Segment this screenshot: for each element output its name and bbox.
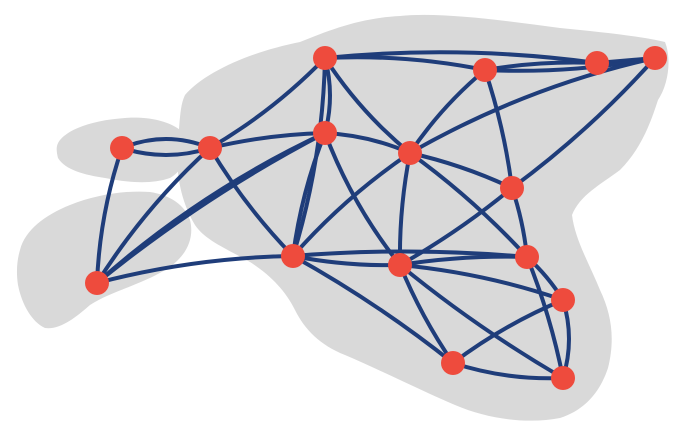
network-edge bbox=[208, 146, 295, 258]
network-node bbox=[441, 351, 465, 375]
network-edge bbox=[408, 56, 657, 155]
land-layer bbox=[16, 14, 669, 421]
node-layer bbox=[85, 46, 667, 390]
network-edge bbox=[95, 131, 327, 285]
network-edge bbox=[323, 56, 412, 155]
network-edge bbox=[95, 146, 212, 285]
network-node bbox=[398, 141, 422, 165]
network-edge bbox=[398, 263, 565, 380]
network-node bbox=[85, 271, 109, 295]
network-edge bbox=[525, 255, 565, 380]
network-node bbox=[198, 136, 222, 160]
network-edge bbox=[95, 254, 295, 285]
network-node bbox=[313, 121, 337, 145]
network-edge bbox=[451, 298, 565, 365]
mainland-shape bbox=[177, 14, 669, 421]
network-edge bbox=[398, 263, 565, 302]
network-node bbox=[515, 245, 539, 269]
network-edge bbox=[408, 151, 529, 259]
network-edge bbox=[291, 151, 412, 258]
network-edge bbox=[291, 249, 529, 259]
network-edge bbox=[291, 131, 327, 258]
network-node bbox=[281, 244, 305, 268]
network-edge bbox=[208, 56, 327, 150]
network-edge bbox=[291, 254, 455, 365]
network-edge bbox=[510, 56, 657, 190]
network-edge bbox=[483, 68, 514, 190]
islet bbox=[139, 200, 176, 230]
network-node bbox=[551, 366, 575, 390]
network-node bbox=[551, 288, 575, 312]
network-node bbox=[388, 253, 412, 277]
network-edge bbox=[323, 50, 599, 65]
network-edge bbox=[208, 131, 327, 150]
network-edge bbox=[398, 186, 514, 267]
network-node bbox=[643, 46, 667, 70]
network-node bbox=[585, 51, 609, 75]
network-node bbox=[313, 46, 337, 70]
network-node bbox=[110, 136, 134, 160]
network-node bbox=[473, 58, 497, 82]
network-edge bbox=[95, 146, 124, 285]
network-node bbox=[500, 176, 524, 200]
